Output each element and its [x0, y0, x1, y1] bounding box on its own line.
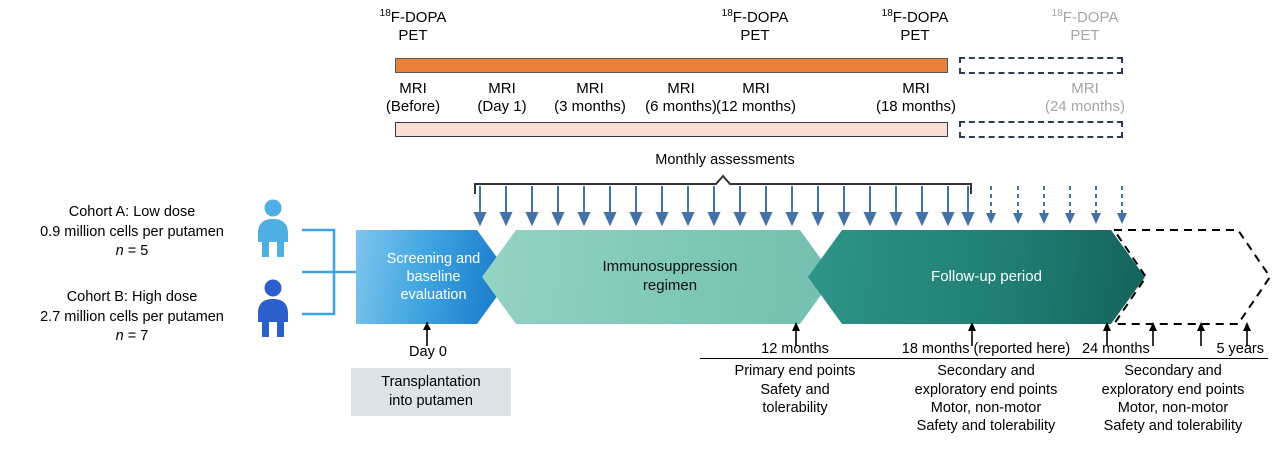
pet-modality-0: PET — [398, 27, 428, 44]
milestone-24-header-0: 24 months — [1082, 341, 1150, 357]
monthly-assessments-label: Monthly assessments — [655, 152, 795, 168]
pet-timeline-bar-extension — [959, 57, 1123, 74]
mri-timeline-bar — [395, 122, 948, 137]
mri-label-4: MRI (12 months) — [700, 80, 812, 116]
mri-modality-3: MRI — [667, 80, 695, 97]
pet-compound-1: F-DOPA — [732, 9, 789, 26]
milestone-12-rule — [700, 358, 890, 360]
day-zero-label: Day 0 — [409, 344, 447, 360]
mri-time-4: (12 months) — [715, 98, 797, 115]
cohort-b-person-icon — [258, 279, 288, 337]
milestone-24: 24 months 5 years Secondary and explorat… — [1078, 340, 1268, 435]
milestone-12-header: 12 months — [761, 341, 829, 357]
mri-modality-2: MRI — [576, 80, 604, 97]
milestone-18: 18 months (reported here) Secondary and … — [880, 340, 1092, 435]
pet-isotope-0: 18 — [379, 8, 391, 19]
phase-extension[interactable] — [1110, 228, 1275, 326]
cohort-a-dose: 0.9 million cells per putamen — [40, 223, 224, 240]
pet-compound-0: F-DOPA — [390, 9, 447, 26]
pet-label-1: 18F-DOPA PET — [700, 8, 810, 45]
cohort-b-n-value: = 7 — [127, 328, 149, 345]
cohort-b-n-symbol: n — [115, 328, 124, 345]
milestone-18-body-3: Safety and tolerability — [916, 418, 1056, 435]
pet-compound-3: F-DOPA — [1062, 9, 1119, 26]
mri-modality-6: MRI — [1071, 80, 1099, 97]
mri-modality-5: MRI — [902, 80, 930, 97]
phase-screening-line-2: evaluation — [400, 287, 467, 304]
transplantation-box: Transplantation into putamen — [351, 368, 511, 416]
mri-time-0: (Before) — [385, 98, 441, 115]
cohort-a-person-icon — [258, 199, 288, 257]
pet-isotope-2: 18 — [881, 8, 893, 19]
day-zero-tick — [423, 322, 431, 346]
milestone-24-body-3: Safety and tolerability — [1103, 418, 1243, 435]
milestone-18-header: 18 months (reported here) — [901, 341, 1071, 357]
pet-isotope-1: 18 — [721, 8, 733, 19]
monthly-assessments-dashed-arrows — [1013, 186, 1127, 224]
milestone-24-header-1: 5 years — [1216, 341, 1264, 357]
milestone-12-body-1: Safety and — [760, 381, 830, 398]
mri-label-3: MRI (6 months) — [627, 80, 735, 116]
mri-modality-1: MRI — [488, 80, 516, 97]
mri-modality-4: MRI — [742, 80, 770, 97]
pet-label-0: 18F-DOPA PET — [358, 8, 468, 45]
mri-timeline-bar-extension — [959, 121, 1123, 138]
mri-time-5: (18 months) — [875, 98, 957, 115]
milestone-24-body-2: Motor, non-motor — [1117, 399, 1229, 416]
milestone-18-body-2: Motor, non-motor — [930, 399, 1042, 416]
pet-isotope-3: 18 — [1051, 8, 1063, 19]
mri-time-3: (6 months) — [645, 98, 717, 115]
pet-modality-3: PET — [1070, 27, 1100, 44]
pet-modality-2: PET — [900, 27, 930, 44]
milestone-12-body-2: tolerability — [762, 399, 828, 416]
milestone-12-tick — [792, 322, 800, 346]
phase-immunosuppression-line-0: Immunosuppression — [602, 258, 738, 276]
milestone-12-body-0: Primary end points — [734, 363, 856, 380]
mri-label-6: MRI (24 months) — [1028, 80, 1142, 116]
milestone-18-body-0: Secondary and — [937, 363, 1035, 380]
pet-compound-2: F-DOPA — [892, 9, 949, 26]
phase-followup[interactable]: Follow-up period — [808, 230, 1145, 324]
transplantation-line-0: Transplantation — [381, 374, 481, 391]
milestone-24-body-0: Secondary and — [1124, 363, 1222, 380]
milestone-18-rule — [880, 358, 1092, 360]
cohort-connector — [302, 228, 360, 316]
milestone-18-tick — [968, 322, 976, 346]
cohort-a-name: Cohort A: Low dose — [68, 204, 196, 220]
mri-time-2: (3 months) — [554, 98, 626, 115]
phase-screening-line-0: Screening and — [386, 250, 481, 267]
cohort-b-name: Cohort B: High dose — [66, 289, 198, 305]
cohort-b-dose: 2.7 million cells per putamen — [40, 308, 224, 325]
phase-immunosuppression-line-1: regimen — [642, 277, 698, 294]
mri-modality-0: MRI — [399, 80, 427, 97]
milestone-18-body-1: exploratory end points — [914, 381, 1058, 398]
cohort-b-label: Cohort B: High dose 2.7 million cells pe… — [12, 288, 252, 347]
pet-label-3: 18F-DOPA PET — [1030, 8, 1140, 45]
mri-label-5: MRI (18 months) — [860, 80, 972, 116]
phase-followup-line-0: Follow-up period — [931, 267, 1042, 285]
mri-label-0: MRI (Before) — [358, 80, 468, 116]
mri-time-6: (24 months) — [1044, 98, 1126, 115]
milestone-12: 12 months Primary end points Safety and … — [700, 340, 890, 417]
pet-label-2: 18F-DOPA PET — [860, 8, 970, 45]
mri-label-1: MRI (Day 1) — [452, 80, 552, 116]
cohort-a-n-value: = 5 — [127, 243, 149, 260]
transplantation-line-1: into putamen — [389, 393, 473, 409]
phase-screening-line-1: baseline — [406, 268, 461, 285]
milestone-24-rule — [1078, 358, 1268, 360]
pet-modality-1: PET — [740, 27, 770, 44]
milestone-24-body-1: exploratory end points — [1101, 381, 1245, 398]
cohort-a-n-symbol: n — [115, 243, 124, 260]
milestone-24-ticks — [1103, 322, 1251, 346]
mri-label-2: MRI (3 months) — [536, 80, 644, 116]
pet-timeline-bar — [395, 58, 948, 73]
mri-time-1: (Day 1) — [477, 98, 527, 115]
phase-immunosuppression[interactable]: Immunosuppression regimen — [482, 230, 834, 324]
cohort-a-label: Cohort A: Low dose 0.9 million cells per… — [12, 203, 252, 262]
monthly-assessments-arrows — [473, 174, 996, 227]
